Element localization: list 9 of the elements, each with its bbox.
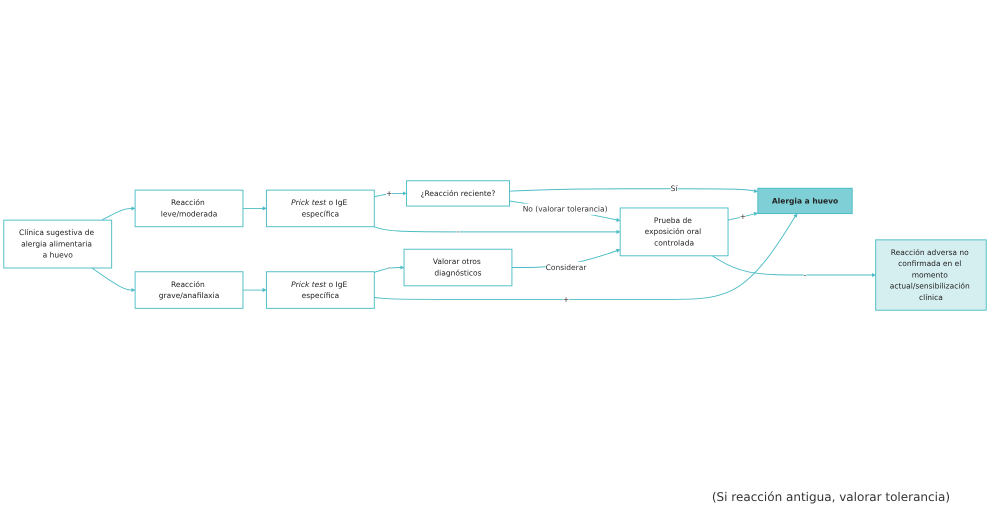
arrow bbox=[374, 264, 404, 272]
arrow bbox=[101, 206, 136, 220]
note: (Si reacción antigua, valorar tolerancia) bbox=[710, 490, 950, 504]
arrow bbox=[91, 267, 136, 292]
arrow bbox=[508, 188, 758, 192]
arrow bbox=[242, 287, 267, 292]
arrow bbox=[242, 206, 267, 210]
arrow bbox=[374, 226, 620, 234]
arrow bbox=[712, 254, 876, 277]
